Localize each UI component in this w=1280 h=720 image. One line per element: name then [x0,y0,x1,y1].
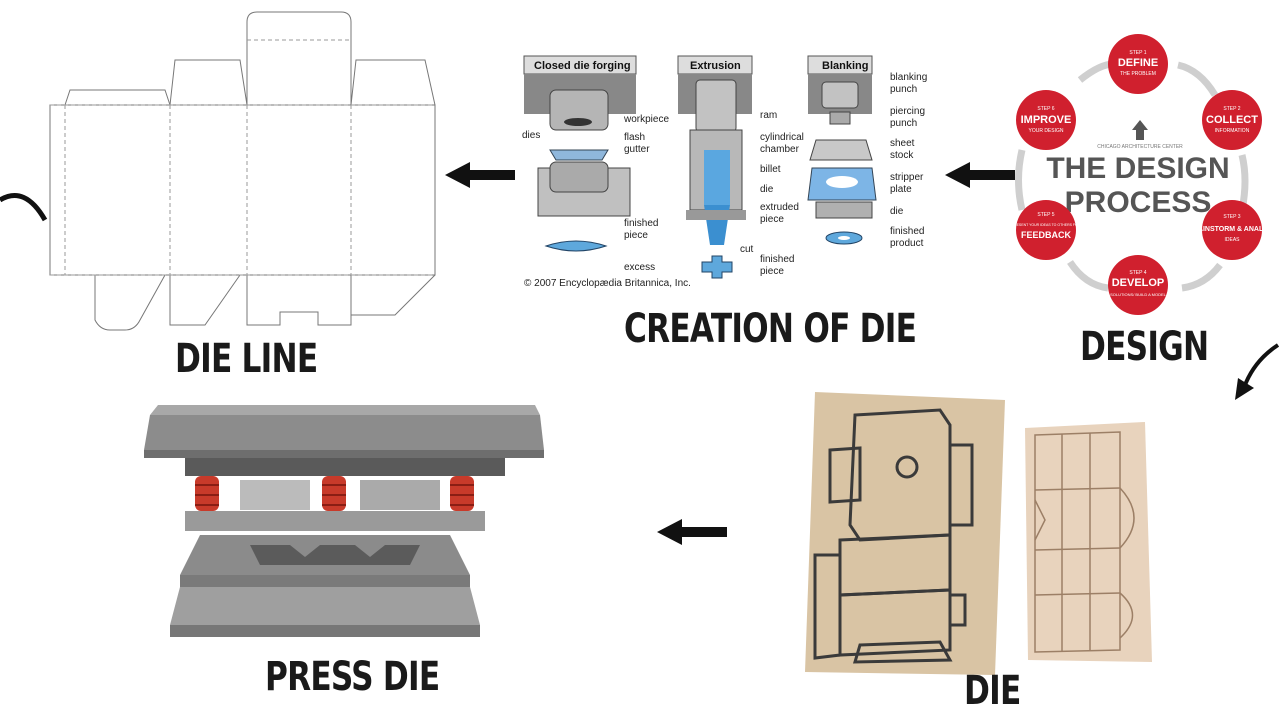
caption-design: DESIGN [1080,324,1209,370]
svg-text:piece: piece [760,214,784,225]
svg-text:SOLUTIONS/ BUILD A MODEL: SOLUTIONS/ BUILD A MODEL [1110,292,1167,297]
svg-text:extruded: extruded [760,202,799,213]
design-process-wheel: CHICAGO ARCHITECTURE CENTER THE DESIGN P… [1012,34,1277,315]
svg-text:CHICAGO ARCHITECTURE CENTER: CHICAGO ARCHITECTURE CENTER [1097,144,1183,150]
britannica-credit: © 2007 Encyclopædia Britannica, Inc. [524,278,691,289]
svg-text:product: product [890,238,924,249]
svg-text:finished: finished [890,226,924,237]
header-blanking: Blanking [822,60,868,72]
die-line-drawing [0,11,436,331]
svg-text:THE PROBLEM: THE PROBLEM [1120,71,1156,77]
die-creation-diagram: Closed die forging Extrusion Blanking wo… [522,55,927,289]
step-brainstorm: STEP 3 BRAINSTORM & ANALYZE IDEAS [1188,200,1277,260]
svg-text:gutter: gutter [624,144,650,155]
arrow-left-icon [657,519,727,545]
caption-die-line: DIE LINE [175,336,318,382]
svg-text:STEP 5: STEP 5 [1037,212,1054,218]
svg-text:die: die [890,206,904,217]
svg-text:workpiece: workpiece [623,114,669,125]
svg-text:PRESENT YOUR IDEAS TO OTHERS F: PRESENT YOUR IDEAS TO OTHERS FOR [1012,223,1081,227]
svg-text:finished: finished [624,218,658,229]
svg-text:chamber: chamber [760,144,800,155]
svg-text:sheet: sheet [890,138,915,149]
arrow-left-icon [445,162,515,188]
svg-text:ram: ram [760,110,777,121]
svg-text:excess: excess [624,262,655,273]
die-boards-image [805,392,1152,675]
svg-text:FEEDBACK: FEEDBACK [1021,230,1072,240]
arrow-left-icon [945,162,1015,188]
svg-text:piercing: piercing [890,106,925,117]
svg-text:IMPROVE: IMPROVE [1021,114,1072,126]
svg-text:DEVELOP: DEVELOP [1112,277,1165,289]
svg-text:plate: plate [890,184,912,195]
svg-text:STEP 1: STEP 1 [1129,50,1146,56]
curved-arrow-icon [1235,343,1280,400]
svg-text:stripper: stripper [890,172,924,183]
svg-text:INFORMATION: INFORMATION [1215,128,1250,134]
svg-text:blanking: blanking [890,72,927,83]
caption-creation-of-die: CREATION OF DIE [624,306,917,352]
svg-text:piece: piece [760,266,784,277]
svg-text:COLLECT: COLLECT [1206,114,1258,126]
step-develop: STEP 4 DEVELOP SOLUTIONS/ BUILD A MODEL [1108,255,1168,315]
svg-text:DEFINE: DEFINE [1118,57,1158,69]
step-define: STEP 1 DEFINE THE PROBLEM [1108,34,1168,94]
svg-text:finished: finished [760,254,794,265]
svg-text:piece: piece [624,230,648,241]
svg-text:flash: flash [624,132,645,143]
svg-text:die: die [760,184,774,195]
svg-text:STEP 6: STEP 6 [1037,106,1054,112]
header-forging: Closed die forging [534,60,631,72]
design-title-line1: THE DESIGN [1046,152,1229,185]
svg-text:dies: dies [522,130,540,141]
svg-text:cut: cut [740,244,754,255]
design-title-line2: PROCESS [1065,186,1212,219]
svg-text:BRAINSTORM & ANALYZE: BRAINSTORM & ANALYZE [1188,226,1277,233]
header-extrusion: Extrusion [690,60,741,72]
caption-die: DIE [964,668,1021,714]
svg-text:billet: billet [760,164,781,175]
svg-text:IDEAS: IDEAS [1224,237,1240,243]
press-die-image [144,405,544,637]
svg-text:stock: stock [890,150,914,161]
svg-text:YOUR DESIGN: YOUR DESIGN [1028,128,1063,134]
step-improve: STEP 6 IMPROVE YOUR DESIGN [1016,90,1076,150]
step-feedback: STEP 5 PRESENT YOUR IDEAS TO OTHERS FOR … [1012,200,1081,260]
svg-text:punch: punch [890,84,917,95]
step-collect: STEP 2 COLLECT INFORMATION [1202,90,1262,150]
svg-text:punch: punch [890,118,917,129]
svg-text:STEP 3: STEP 3 [1223,214,1240,220]
svg-text:STEP 4: STEP 4 [1129,270,1146,276]
svg-text:cylindrical: cylindrical [760,132,804,143]
caption-press-die: PRESS DIE [265,654,440,700]
svg-text:STEP 2: STEP 2 [1223,106,1240,112]
